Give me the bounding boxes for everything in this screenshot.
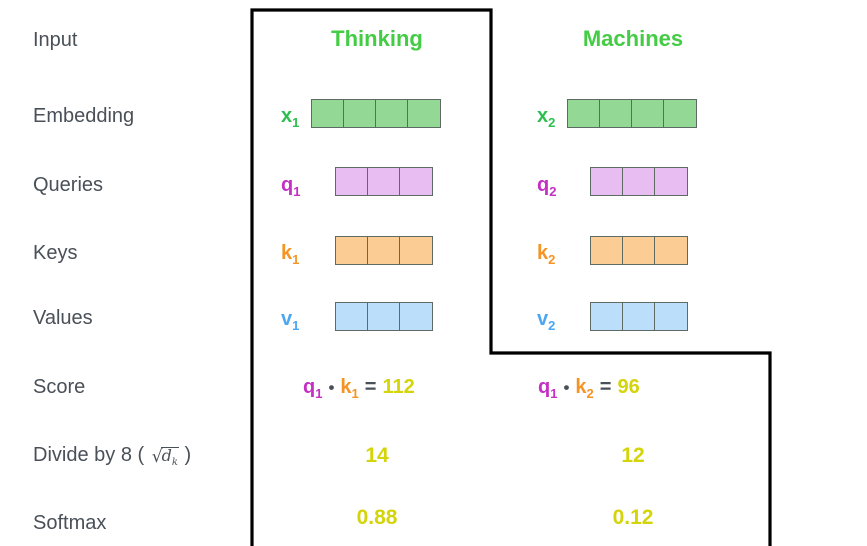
vector-symbol-v1-subscript: 1 [292,318,300,333]
equals-sign-col2: = [599,376,612,398]
row-label-input: Input [33,29,78,51]
score-equation-col1: q1 • k1 = 112 [303,377,415,400]
dot-product-icon: • [328,378,335,397]
vector-symbol-x1: x1 [281,106,299,129]
score-k-subscript-col2: 2 [586,386,594,401]
vector-cell [312,100,344,127]
vector-cell [655,168,687,195]
divide-value-col2: 12 [621,444,645,467]
vector-cell [336,303,368,330]
row-label-queries: Queries [33,174,104,196]
dot-product-icon: • [563,378,570,397]
score-equation-col2: q1 • k2 = 96 [538,377,640,400]
score-q-letter-col2: q [538,376,551,398]
row-label-divide-by-8: Divide by 8 ( √dk ) [33,445,191,469]
score-k-subscript-col1: 1 [351,386,359,401]
vector-cell [600,100,632,127]
vector-cells-x2 [567,99,697,128]
score-q-symbol-col2: q1 [538,377,557,400]
score-k-letter-col1: k [340,376,352,398]
vector-symbol-q1: q1 [281,175,300,198]
vector-symbol-k2-letter: k [537,242,549,264]
column-header-machines: Machines [582,26,684,51]
score-k-symbol-col2: k2 [575,377,593,400]
vector-symbol-x1-subscript: 1 [292,115,300,130]
score-q-subscript-col1: 1 [315,386,323,401]
row-label-embedding: Embedding [33,105,135,127]
vector-cell [623,168,655,195]
score-k-symbol-col1: k1 [340,377,358,400]
vector-symbol-q2-letter: q [537,174,550,196]
row-label-values: Values [33,307,93,329]
vector-symbol-x2-subscript: 2 [548,115,556,130]
vector-symbol-v2-subscript: 2 [548,318,556,333]
radicand-dk: dk [160,446,179,469]
vector-symbol-q1-letter: q [281,174,294,196]
vector-symbol-k2-subscript: 2 [548,252,556,267]
vector-cell [655,303,687,330]
vector-cell [591,303,623,330]
softmax-value-col1: 0.88 [356,506,398,529]
score-value-col2: 96 [617,376,640,398]
vector-symbol-k1: k1 [281,243,299,266]
vector-cell [368,168,400,195]
vector-symbol-k1-letter: k [281,242,293,264]
vector-cell [336,237,368,264]
vector-symbol-v1-letter: v [281,308,293,330]
vector-cell [632,100,664,127]
vector-cell [368,303,400,330]
score-q-symbol-col1: q1 [303,377,322,400]
vector-cell [591,237,623,264]
vector-cell [344,100,376,127]
vector-cell [623,237,655,264]
vector-symbol-v2-letter: v [537,308,549,330]
vector-symbol-x1-letter: x [281,105,293,127]
row-label-softmax: Softmax [33,512,107,534]
vector-cell [368,237,400,264]
vector-cell [664,100,696,127]
row-label-keys: Keys [33,242,78,264]
radicand-d: d [161,446,172,465]
vector-cell [408,100,440,127]
softmax-value-col2: 0.12 [612,506,654,529]
sqrt-radical-icon: √ [151,447,163,467]
score-value-col1: 112 [382,376,415,398]
score-k-letter-col2: k [575,376,587,398]
vector-symbol-q2-subscript: 2 [549,184,557,199]
vector-cells-v1 [335,302,433,331]
vector-cells-q1 [335,167,433,196]
vector-symbol-q2: q2 [537,175,556,198]
vector-cell [568,100,600,127]
divide-prefix-text: Divide by 8 ( [33,444,145,466]
vector-symbol-x2: x2 [537,106,555,129]
vector-symbol-x2-letter: x [537,105,549,127]
vector-cell [376,100,408,127]
score-q-letter-col1: q [303,376,316,398]
divide-value-col1: 14 [365,444,389,467]
equals-sign-col1: = [364,376,377,398]
vector-cells-q2 [590,167,688,196]
vector-cell [591,168,623,195]
vector-cell [400,303,432,330]
vector-cell [623,303,655,330]
vector-cells-x1 [311,99,441,128]
vector-cells-v2 [590,302,688,331]
vector-symbol-q1-subscript: 1 [293,184,301,199]
vector-cell [400,168,432,195]
vector-symbol-k2: k2 [537,243,555,266]
row-label-score: Score [33,376,86,398]
vector-cells-k1 [335,236,433,265]
sqrt-dk-math: √dk [150,447,179,469]
vector-symbol-v2: v2 [537,309,555,332]
vector-cells-k2 [590,236,688,265]
score-q-subscript-col2: 1 [550,386,558,401]
vector-cell [336,168,368,195]
radicand-subscript-k: k [171,457,178,469]
column-header-thinking: Thinking [331,26,423,51]
vector-symbol-v1: v1 [281,309,299,332]
vector-cell [400,237,432,264]
vector-cell [655,237,687,264]
divide-suffix-text: ) [184,444,192,466]
vector-symbol-k1-subscript: 1 [292,252,300,267]
